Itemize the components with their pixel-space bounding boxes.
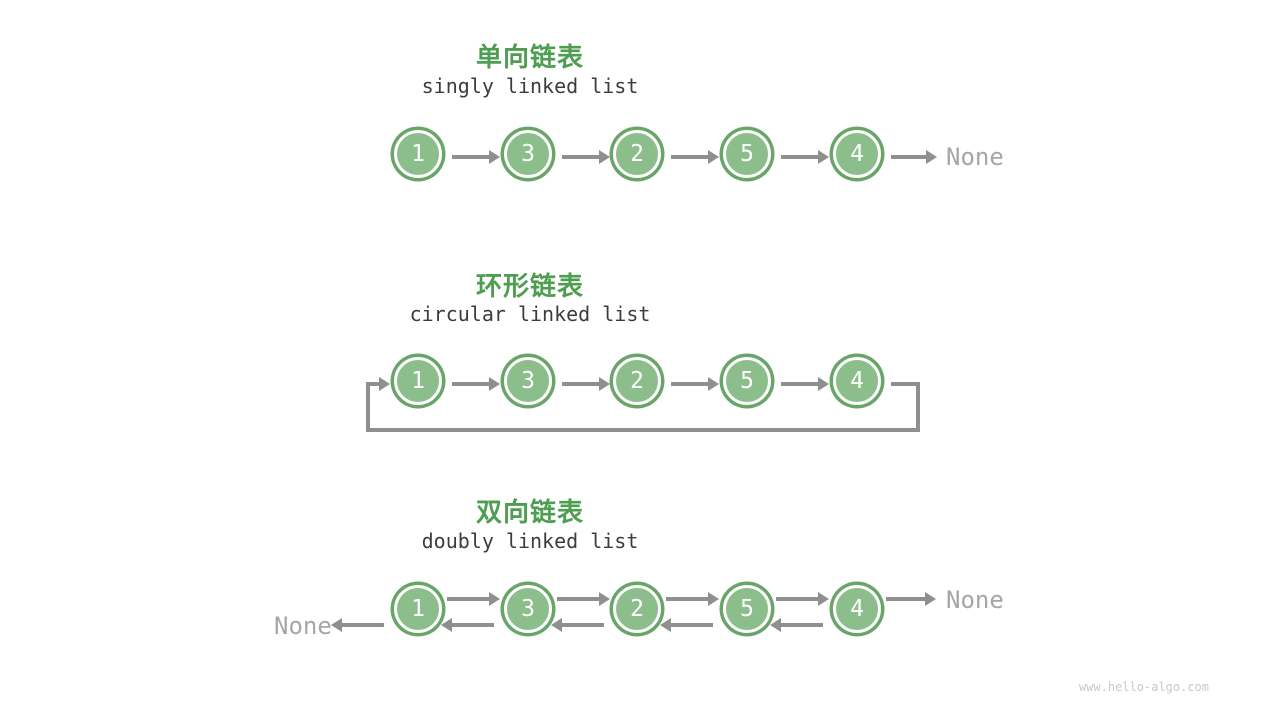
next-pointer-arrow (671, 382, 708, 386)
node-circle: 3 (504, 357, 552, 405)
next-pointer-arrow (452, 382, 489, 386)
doubly-head-none-label: None (274, 612, 332, 640)
node-circle: 1 (394, 357, 442, 405)
next-pointer-arrow (671, 155, 708, 159)
node-circle: 5 (723, 357, 771, 405)
singly-section-title: 单向链表 (475, 42, 584, 72)
next-pointer-arrow (562, 155, 599, 159)
next-pointer-arrow (557, 597, 599, 601)
prev-pointer-arrow (562, 623, 604, 627)
node-circle: 5 (723, 585, 771, 633)
next-pointer-arrow (891, 155, 926, 159)
node-circle: 3 (504, 585, 552, 633)
next-pointer-arrow (562, 382, 599, 386)
loop-edge-exit-segment (891, 382, 920, 386)
singly-section-subtitle: singly linked list (421, 74, 639, 98)
next-pointer-arrow (781, 155, 818, 159)
node-circle: 5 (723, 130, 771, 178)
next-pointer-arrow (781, 382, 818, 386)
loop-edge-right-vertical (916, 382, 920, 432)
loop-edge-bottom-horizontal (366, 428, 920, 432)
node-circle: 4 (833, 585, 881, 633)
next-pointer-arrow (447, 597, 489, 601)
watermark-text: www.hello-algo.com (1078, 680, 1209, 694)
prev-pointer-arrow (671, 623, 713, 627)
next-pointer-arrow (776, 597, 818, 601)
singly-tail-none-label: None (946, 143, 1004, 171)
loop-entry-arrow (366, 382, 379, 386)
circular-section-subtitle: circular linked list (409, 302, 651, 326)
next-pointer-arrow (452, 155, 489, 159)
prev-pointer-arrow (781, 623, 823, 627)
node-circle: 2 (613, 130, 661, 178)
prev-pointer-arrow (342, 623, 384, 627)
loop-edge-left-vertical (366, 384, 370, 432)
node-circle: 4 (833, 357, 881, 405)
node-circle: 3 (504, 130, 552, 178)
node-circle: 2 (613, 585, 661, 633)
doubly-tail-none-label: None (946, 586, 1004, 614)
next-pointer-arrow (666, 597, 708, 601)
next-pointer-arrow (886, 597, 925, 601)
doubly-section-subtitle: doubly linked list (421, 529, 639, 553)
node-circle: 4 (833, 130, 881, 178)
node-circle: 1 (394, 130, 442, 178)
node-circle: 1 (394, 585, 442, 633)
prev-pointer-arrow (452, 623, 494, 627)
node-circle: 2 (613, 357, 661, 405)
doubly-section-title: 双向链表 (475, 497, 584, 527)
circular-section-title: 环形链表 (475, 271, 584, 301)
